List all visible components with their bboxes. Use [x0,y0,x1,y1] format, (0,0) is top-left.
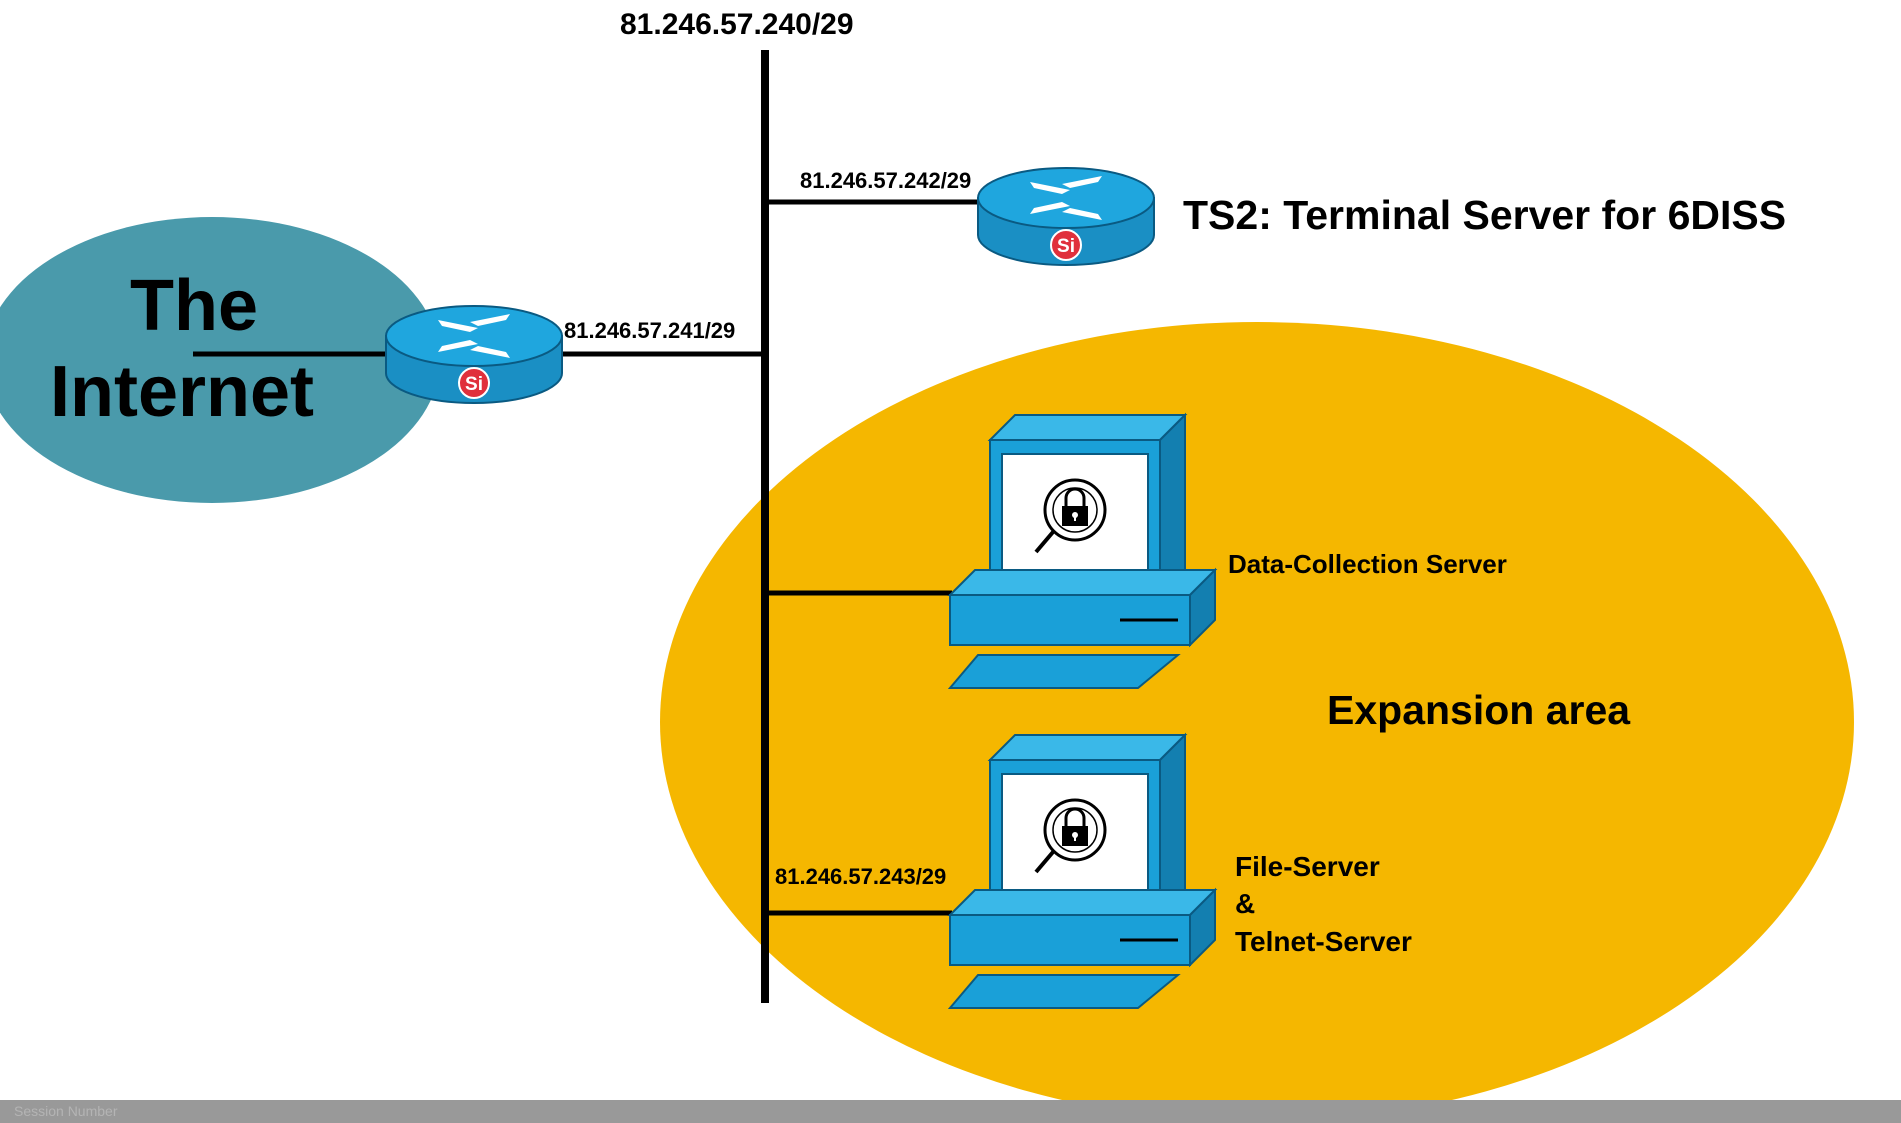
data-collection-server-label: Data-Collection Server [1228,549,1507,579]
footer-session-number: Session Number [14,1103,118,1119]
internet-label-line2: Internet [50,352,315,432]
expansion-area-ellipse [660,322,1854,1122]
file-server-label-line1: File-Server [1235,851,1380,882]
file-server-label-line2: & [1235,888,1256,919]
file-server-ip-label: 81.246.57.243/29 [775,864,947,889]
ts2-description: TS2: Terminal Server for 6DISS [1183,192,1787,238]
gateway-ip-label: 81.246.57.241/29 [564,318,736,343]
ts2-ip-label: 81.246.57.242/29 [800,168,972,193]
internet-cloud [0,217,440,503]
expansion-area-label: Expansion area [1327,687,1631,733]
file-server-label-line3: Telnet-Server [1235,926,1412,957]
internet-label-line1: The [130,266,259,346]
gateway-router-icon[interactable] [385,305,563,404]
ts2-router-icon[interactable] [977,167,1155,266]
footer-bar: Session Number [0,1100,1901,1123]
subnet-label: 81.246.57.240/29 [620,8,854,41]
